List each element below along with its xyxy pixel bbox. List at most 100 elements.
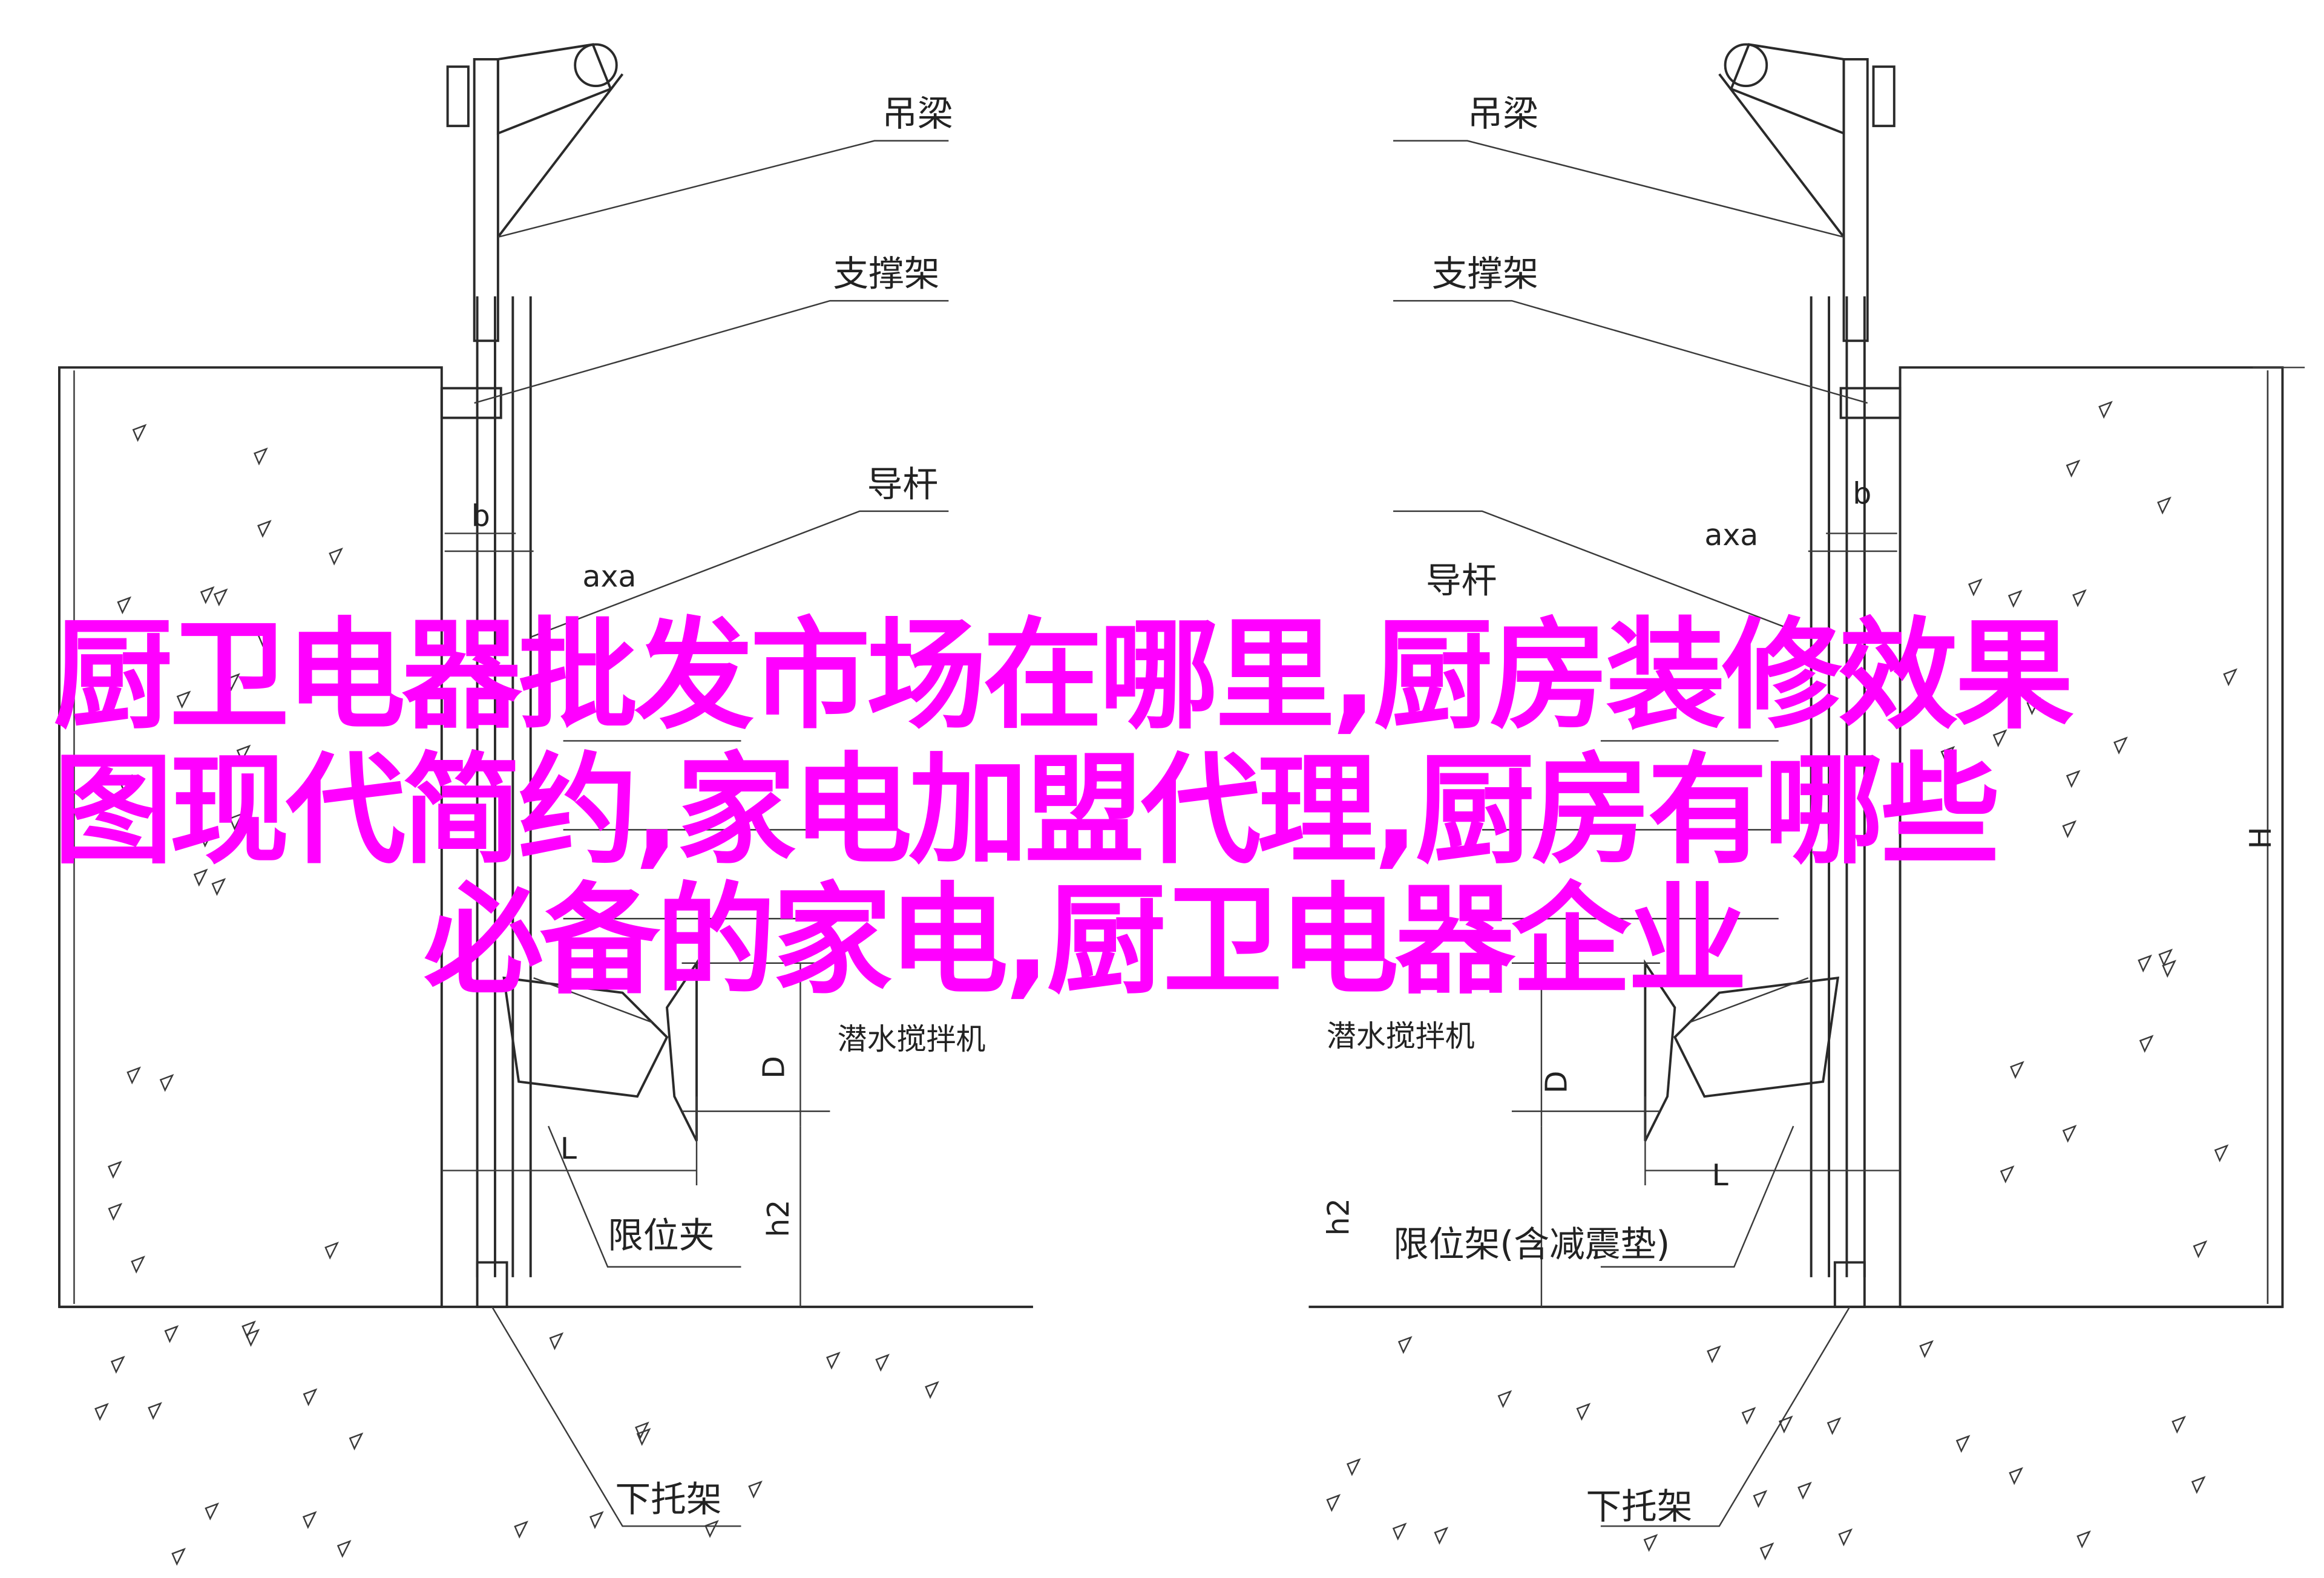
concrete-mark bbox=[2010, 1061, 2024, 1079]
dim-h2-left: h2 bbox=[761, 1200, 796, 1237]
concrete-mark bbox=[1759, 1542, 1774, 1560]
concrete-mark bbox=[132, 424, 147, 442]
concrete-mark bbox=[1797, 1481, 1812, 1500]
concrete-mark bbox=[1827, 1417, 1842, 1435]
concrete-mark bbox=[1992, 729, 2007, 747]
concrete-mark bbox=[2062, 1125, 2077, 1143]
dim-b-left: b bbox=[471, 499, 490, 533]
concrete-mark bbox=[2062, 820, 2077, 839]
concrete-mark bbox=[2214, 1144, 2229, 1162]
concrete-mark bbox=[329, 548, 343, 566]
concrete-mark bbox=[245, 1329, 260, 1347]
concrete-mark bbox=[2193, 1240, 2208, 1259]
concrete-mark bbox=[303, 1388, 318, 1407]
concrete-mark bbox=[241, 1320, 256, 1339]
concrete-mark bbox=[2066, 459, 2081, 478]
concrete-mark bbox=[2098, 401, 2113, 419]
concrete-mark bbox=[1753, 1490, 1768, 1508]
concrete-mark bbox=[1643, 1534, 1658, 1552]
concrete-mark bbox=[205, 1502, 220, 1521]
dim-b-right: b bbox=[1853, 477, 1871, 511]
concrete-mark bbox=[2007, 589, 2023, 608]
concrete-mark bbox=[704, 1520, 719, 1538]
label-guide-rod-right: 导杆 bbox=[1426, 560, 1497, 601]
concrete-mark bbox=[336, 1540, 352, 1558]
concrete-mark bbox=[200, 586, 215, 604]
concrete-mark bbox=[1968, 578, 1983, 597]
concrete-mark bbox=[1741, 1407, 1756, 1425]
concrete-mark bbox=[1919, 1340, 1934, 1358]
concrete-mark bbox=[2171, 1415, 2186, 1434]
label-limit-clamp: 限位夹 bbox=[608, 1214, 714, 1256]
concrete-mark bbox=[589, 1511, 604, 1530]
label-limit-frame: 限位架(含减震垫) bbox=[1393, 1223, 1670, 1265]
dim-l-left: L bbox=[560, 1131, 577, 1166]
concrete-mark bbox=[2000, 1165, 2015, 1184]
concrete-mark bbox=[549, 1332, 564, 1350]
concrete-mark bbox=[1346, 1458, 1361, 1476]
label-support-frame-right: 支撑架 bbox=[1432, 253, 1538, 295]
dim-axa-right: axa bbox=[1704, 518, 1758, 552]
concrete-mark bbox=[1940, 745, 1955, 764]
dim-d-left: D bbox=[757, 1056, 792, 1079]
concrete-mark bbox=[108, 1161, 122, 1179]
concrete-mark bbox=[164, 1325, 179, 1343]
concrete-mark bbox=[213, 588, 228, 607]
concrete-mark bbox=[2066, 770, 2081, 788]
concrete-mark bbox=[302, 1511, 317, 1530]
concrete-mark bbox=[1576, 1403, 1591, 1421]
concrete-mark bbox=[199, 830, 214, 848]
label-mixer-right: 潜水搅拌机 bbox=[1327, 1019, 1475, 1053]
concrete-mark bbox=[2072, 589, 2087, 607]
concrete-mark bbox=[236, 744, 251, 763]
label-mixer-left: 潜水搅拌机 bbox=[838, 1022, 986, 1056]
label-crane-beam-left: 吊梁 bbox=[882, 93, 953, 134]
concrete-mark bbox=[1778, 1415, 1793, 1434]
concrete-mark bbox=[257, 520, 272, 538]
label-bottom-bracket-right: 下托架 bbox=[1586, 1485, 1692, 1527]
dim-h-right: H bbox=[2244, 827, 2278, 849]
concrete-mark bbox=[117, 596, 132, 615]
dim-h2-right: h2 bbox=[1322, 1198, 1356, 1236]
overlay-line-3: 必备的家电,厨卫电器企业 bbox=[424, 871, 1747, 1010]
label-guide-rod-left: 导杆 bbox=[867, 463, 939, 505]
concrete-mark bbox=[1326, 1494, 1341, 1512]
concrete-mark bbox=[324, 1242, 339, 1260]
concrete-mark bbox=[2162, 960, 2177, 978]
concrete-mark bbox=[254, 447, 268, 466]
concrete-mark bbox=[1838, 1528, 1853, 1547]
concrete-mark bbox=[110, 1355, 125, 1374]
concrete-mark bbox=[176, 690, 191, 709]
concrete-texture bbox=[94, 401, 2237, 1566]
concrete-mark bbox=[1397, 1336, 1413, 1354]
concrete-mark bbox=[171, 1548, 186, 1566]
left-drawing-geometry bbox=[58, 43, 1033, 1527]
concrete-mark bbox=[2223, 668, 2237, 687]
concrete-mark bbox=[1434, 1527, 1449, 1545]
label-support-frame-left: 支撑架 bbox=[833, 253, 939, 295]
concrete-mark bbox=[2138, 954, 2152, 973]
concrete-mark bbox=[226, 673, 240, 692]
concrete-mark bbox=[748, 1480, 763, 1499]
concrete-mark bbox=[925, 1381, 939, 1400]
concrete-mark bbox=[514, 1521, 528, 1539]
concrete-mark bbox=[159, 1074, 174, 1092]
concrete-mark bbox=[1392, 1522, 1407, 1541]
concrete-mark bbox=[875, 1354, 890, 1372]
concrete-mark bbox=[1955, 1435, 1971, 1453]
concrete-mark bbox=[2191, 1476, 2206, 1495]
concrete-mark bbox=[2009, 1467, 2023, 1485]
concrete-mark bbox=[94, 1403, 109, 1421]
concrete-mark bbox=[131, 1256, 145, 1274]
concrete-mark bbox=[229, 813, 244, 831]
concrete-mark bbox=[826, 1351, 841, 1370]
concrete-mark bbox=[2026, 697, 2041, 716]
concrete-mark bbox=[2113, 736, 2128, 755]
concrete-mark bbox=[349, 1432, 364, 1451]
dim-axa-left: axa bbox=[582, 560, 636, 594]
concrete-mark bbox=[2139, 1035, 2154, 1053]
overlay-line-2: 图现代简约,家电加盟代理,厨房有哪些 bbox=[53, 741, 2000, 880]
label-crane-beam-right: 吊梁 bbox=[1467, 93, 1538, 134]
overlay-line-1: 厨卫电器批发市场在哪里,厨房装修效果 bbox=[53, 606, 2074, 745]
